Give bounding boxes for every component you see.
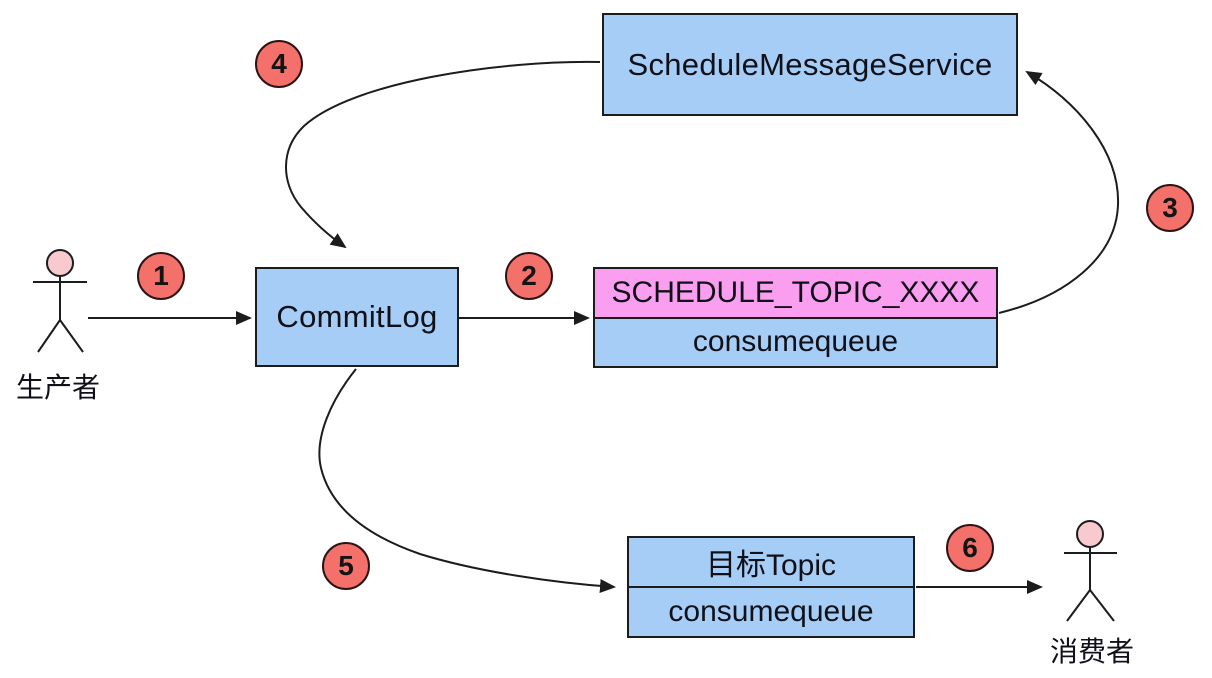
step-badge-5-number: 5 bbox=[338, 550, 354, 581]
schedule-topic-title-row: SCHEDULE_TOPIC_XXXX bbox=[595, 269, 996, 319]
node-schedule-message-service: ScheduleMessageService bbox=[602, 13, 1018, 116]
node-commit-log-label: CommitLog bbox=[276, 299, 438, 334]
step-badge-2-number: 2 bbox=[521, 260, 537, 291]
target-topic-queue-label: consumequeue bbox=[668, 595, 874, 628]
step-badge-1-number: 1 bbox=[153, 260, 169, 291]
step-badge-4-number: 4 bbox=[271, 48, 287, 79]
target-topic-queue-row: consumequeue bbox=[629, 588, 913, 636]
node-schedule-message-service-label: ScheduleMessageService bbox=[627, 46, 993, 82]
schedule-topic-queue-row: consumequeue bbox=[595, 318, 996, 366]
step-badge-5: 5 bbox=[322, 542, 370, 590]
step-badge-2: 2 bbox=[505, 252, 553, 300]
schedule-topic-title: SCHEDULE_TOPIC_XXXX bbox=[611, 275, 980, 309]
step-badge-4: 4 bbox=[255, 40, 303, 88]
node-target-topic: 目标Topic consumequeue bbox=[627, 536, 915, 638]
target-topic-title: 目标Topic bbox=[705, 549, 837, 582]
schedule-topic-queue-label: consumequeue bbox=[692, 325, 899, 359]
consumer-label: 消费者 bbox=[1049, 636, 1134, 667]
step-badge-6-number: 6 bbox=[962, 532, 978, 563]
arrow-step-4 bbox=[285, 60, 601, 249]
target-topic-title-row: 目标Topic bbox=[629, 538, 913, 588]
producer-label: 生产者 bbox=[15, 372, 100, 403]
consumer-actor-icon bbox=[1064, 520, 1117, 622]
step-badge-3: 3 bbox=[1146, 184, 1194, 232]
node-commit-log: CommitLog bbox=[255, 267, 459, 367]
node-schedule-topic: SCHEDULE_TOPIC_XXXX consumequeue bbox=[593, 267, 998, 368]
arrow-step-5 bbox=[318, 368, 616, 594]
arrow-step-3 bbox=[998, 70, 1120, 314]
producer-actor-icon bbox=[33, 249, 87, 353]
step-badge-1: 1 bbox=[137, 252, 185, 300]
step-badge-6: 6 bbox=[946, 524, 994, 572]
step-badge-3-number: 3 bbox=[1162, 192, 1178, 223]
